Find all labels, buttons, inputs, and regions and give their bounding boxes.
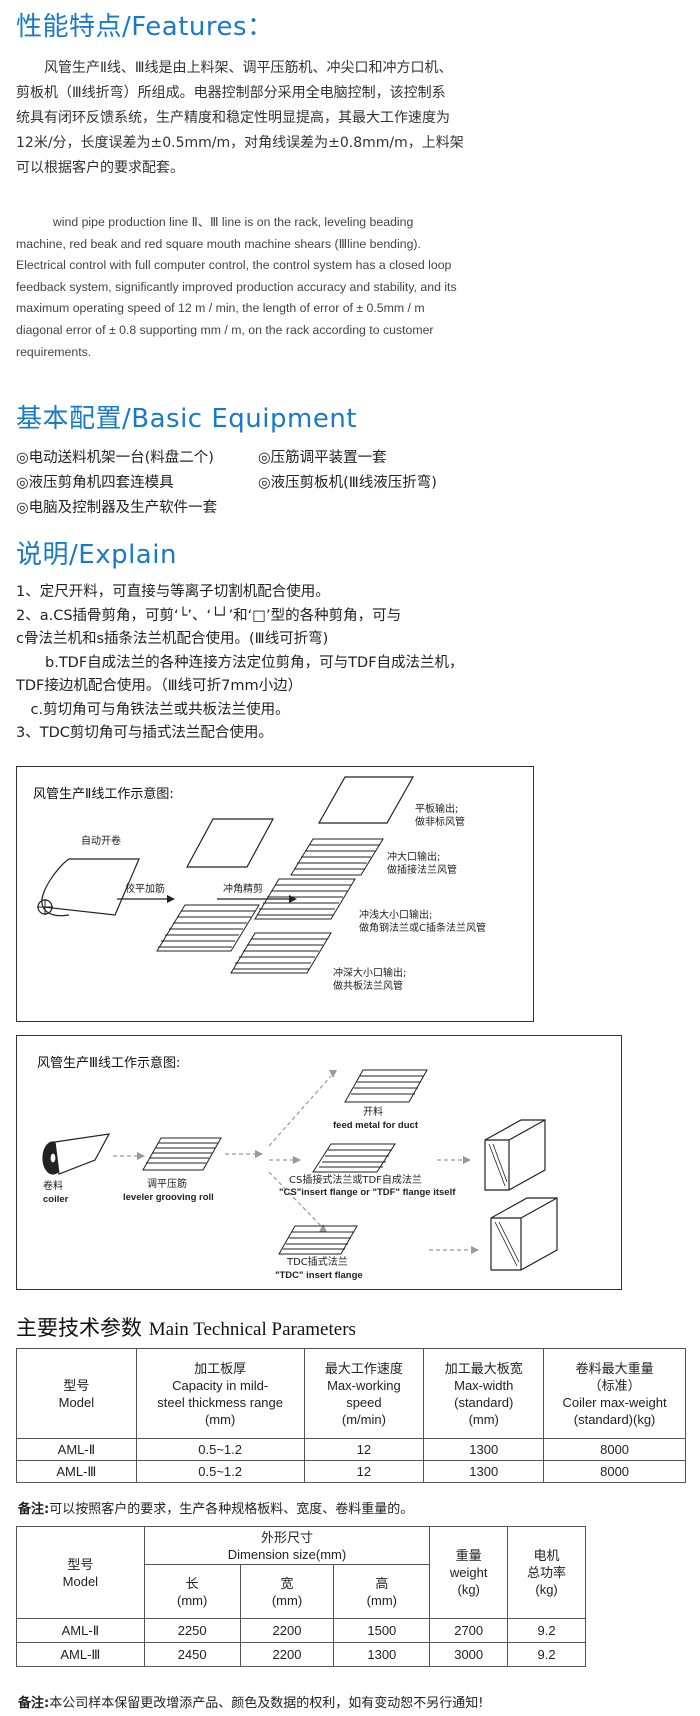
t2-cell: 9.2 (507, 1618, 586, 1643)
basic-equipment-title: 基本配置/Basic Equipment (16, 404, 357, 434)
table-row: AML-Ⅲ 0.5~1.2 12 1300 8000 (16, 1460, 686, 1483)
t1-cell: 0.5~1.2 (135, 1460, 305, 1483)
text-line: 剪板机（Ⅲ线折弯）所组成。电器控制部分采用全电脑控制，该控制系 (16, 85, 446, 101)
t2-cell: 2700 (429, 1618, 509, 1643)
t1-cell: 0.5~1.2 (135, 1438, 305, 1461)
line2-diagram-title: 风管生产Ⅱ线工作示意图: (33, 787, 174, 802)
text-line: c.剪切角可与角铁法兰或共板法兰使用。 (16, 701, 290, 718)
text-line: Electrical control with full computer co… (16, 258, 452, 273)
t1-cell: 1300 (423, 1438, 545, 1461)
table-row: AML-Ⅲ 2450 2200 1300 3000 9.2 (16, 1642, 586, 1667)
line3-diagram: 风管生产Ⅲ线工作示意图: (16, 1035, 622, 1290)
t1-cell: 12 (303, 1438, 425, 1461)
t2-subheader: 宽(mm) (239, 1564, 335, 1619)
t2-subheader: 长(mm) (143, 1564, 241, 1619)
table-row: AML-Ⅱ 2250 2200 1500 2700 9.2 (16, 1618, 586, 1643)
label-out2: 冲大口输出;做插接法兰风管 (387, 852, 457, 876)
text-line: TDF接边机配合使用。（Ⅲ线可折7mm小边） (16, 678, 303, 694)
line2-illustration (37, 776, 415, 974)
label-out4: 冲深大小口输出;做共板法兰风管 (333, 968, 407, 992)
t2-cell: 2200 (239, 1618, 335, 1643)
equip-item: ◎压筋调平装置一套 (258, 450, 387, 466)
t2-cell: 3000 (429, 1642, 509, 1667)
label-tdc-cn: TDC插式法兰 (287, 1257, 348, 1268)
text-line: 风管生产Ⅱ线、Ⅲ线是由上料架、调平压筋机、冲尖口和冲方口机、 (16, 60, 453, 76)
label-feed-cn: 开料 (363, 1107, 383, 1118)
label-coil-en: coiler (43, 1194, 69, 1205)
t1-cell: AML-Ⅲ (16, 1460, 137, 1483)
label-uncoil: 自动开卷 (81, 836, 121, 847)
text-line: 2、a.CS插骨剪角，可剪‘└’、‘└┘’和‘□’型的各种剪角，可与 (16, 607, 402, 624)
label-out1: 平板输出;做非标风管 (415, 804, 465, 828)
t2-cell: AML-Ⅱ (16, 1618, 145, 1643)
line3-illustration (42, 1069, 558, 1271)
t2-header: 电机总功率(kg) (507, 1526, 586, 1619)
explain-title: 说明/Explain (16, 540, 177, 570)
text-line: wind pipe production line Ⅱ、Ⅲ line is on… (16, 215, 414, 229)
label-feed-en: feed metal for duct (333, 1120, 418, 1131)
equip-item: ◎电脑及控制器及生产软件一套 (16, 500, 218, 516)
equip-item: ◎液压剪角机四套连模具 (16, 475, 174, 491)
label-level-en: leveler grooving roll (123, 1192, 214, 1203)
t1-cell: 8000 (543, 1438, 686, 1461)
line3-diagram-title: 风管生产Ⅲ线工作示意图: (37, 1056, 181, 1071)
t1-cell: 12 (303, 1460, 425, 1483)
t2-cell: 1500 (333, 1618, 431, 1643)
label-tdc-en: "TDC" insert flange (275, 1270, 363, 1281)
text-line: machine, red beak and red square mouth m… (16, 236, 421, 251)
text-line: c骨法兰机和s插条法兰机配合使用。(Ⅲ线可折弯) (16, 631, 329, 647)
t1-cell: 1300 (423, 1460, 545, 1483)
text-line: feedback system, significantly improved … (16, 279, 457, 294)
t2-subheader: 高(mm) (333, 1564, 431, 1619)
label-punch: 冲角精剪 (223, 884, 263, 895)
text-line: b.TDF自成法兰的各种连接方法定位剪角，可与TDF自成法兰机， (16, 654, 464, 671)
equip-item: ◎液压剪板机(Ⅲ线液压折弯) (258, 475, 437, 491)
label-cs-cn: CS插接式法兰或TDF自成法兰 (289, 1175, 422, 1186)
t2-cell: AML-Ⅲ (16, 1642, 145, 1667)
text-line: diagonal error of ± 0.8 supporting mm / … (16, 323, 434, 337)
t2-cell: 9.2 (507, 1642, 586, 1667)
label-level: 校平加筋 (125, 884, 165, 895)
t2-cell: 2450 (143, 1642, 241, 1667)
params-title: 主要技术参数 Main Technical Parameters (16, 1316, 356, 1340)
label-cs-en: "CS"insert flange or "TDF" flange itself (279, 1187, 456, 1198)
label-out3: 冲浅大小口输出;做角钢法兰或C插条法兰风管 (359, 910, 486, 934)
text-line: maximum operating speed of 12 m / min, t… (16, 301, 425, 316)
equip-item: ◎电动送料机架一台(料盘二个) (16, 450, 214, 466)
note-2: 备注:本公司样本保留更改增添产品、颜色及数据的权利，如有变动恕不另行通知! (18, 1696, 484, 1711)
label-coil-cn: 卷料 (43, 1181, 63, 1192)
note-1: 备注:可以按照客户的要求，生产各种规格板料、宽度、卷料重量的。 (18, 1502, 414, 1517)
features-title: 性能特点/Features： (16, 12, 274, 42)
t1-cell: AML-Ⅱ (16, 1438, 137, 1461)
line2-diagram: 风管生产Ⅱ线工作示意图: (16, 766, 534, 1022)
text-line: 统具有闭环反馈系统，生产精度和稳定性明显提高，其最大工作速度为 (16, 110, 450, 126)
t1-header: 卷料最大重量（标准）Coiler max-weight(standard)(kg… (543, 1348, 686, 1439)
table-row: AML-Ⅱ 0.5~1.2 12 1300 8000 (16, 1438, 686, 1461)
text-line: 12米/分，长度误差为±0.5mm/m，对角线误差为±0.8mm/m，上料架 (16, 135, 464, 151)
t2-cell: 1300 (333, 1642, 431, 1667)
t1-cell: 8000 (543, 1460, 686, 1483)
t2-cell: 2200 (239, 1642, 335, 1667)
t2-cell: 2250 (143, 1618, 241, 1643)
label-level-cn: 调平压筋 (147, 1179, 187, 1190)
text-line: 1、定尺开料，可直接与等离子切割机配合使用。 (16, 584, 330, 600)
text-line: 可以根据客户的要求配套。 (16, 160, 184, 176)
text-line: requirements. (16, 344, 92, 359)
text-line: 3、TDC剪切角可与插式法兰配合使用。 (16, 725, 273, 741)
